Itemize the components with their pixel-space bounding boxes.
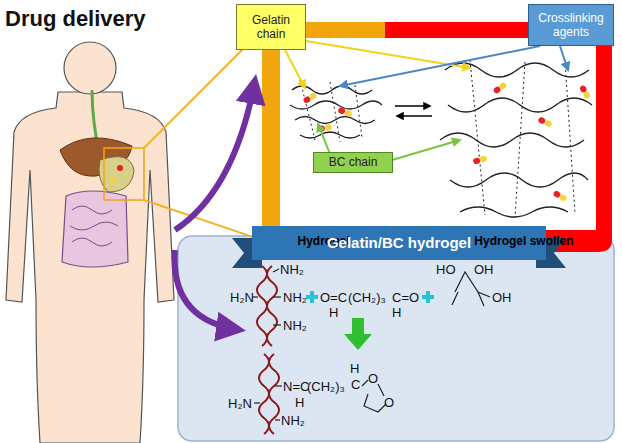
purple-arrows xyxy=(175,80,255,330)
chem-label: O xyxy=(384,396,394,409)
node-text: BC chain xyxy=(317,155,389,169)
zoom-lines xyxy=(144,30,262,240)
swollen-chains xyxy=(440,63,592,217)
panel xyxy=(178,236,614,441)
human-body xyxy=(6,42,174,443)
equilibrium-arrow xyxy=(395,106,432,116)
bonds xyxy=(252,269,490,420)
chem-label: O=C xyxy=(320,291,347,304)
chem-label: H xyxy=(295,396,304,409)
chem-label: C xyxy=(351,378,360,391)
chem-label: (CH₂)₃ xyxy=(307,380,345,393)
title: Drug delivery xyxy=(5,8,146,30)
chem-label: OH xyxy=(474,263,494,276)
node-text: Gelatin/BC hydrogel xyxy=(255,234,543,252)
chem-label: (CH₂)₃ xyxy=(348,291,386,304)
chem-label: H xyxy=(350,362,359,375)
inner-area xyxy=(280,38,596,230)
node-text: Crosslinking agents xyxy=(532,11,610,40)
chem-label: H xyxy=(329,306,338,319)
callout-box: BC chain xyxy=(313,152,393,173)
chem-label: H xyxy=(392,306,401,319)
chem-label: O xyxy=(368,372,378,385)
chem-label: OH xyxy=(492,291,512,304)
chem-label: N=C xyxy=(283,380,309,393)
chem-label: HO xyxy=(436,263,456,276)
node-text: Gelatin chain xyxy=(240,13,302,42)
chem-label: NH₂ xyxy=(283,319,307,332)
swollen-crosslinks xyxy=(470,60,575,218)
callout-box: Crosslinking agents xyxy=(528,4,614,46)
chem-label: H₂N xyxy=(230,291,254,304)
chem-label: NH₂ xyxy=(283,291,307,304)
banner: Gelatin/BC hydrogel xyxy=(252,226,546,260)
plus-sign xyxy=(306,291,434,303)
chem-label: NH₂ xyxy=(281,414,305,427)
callout-box: Gelatin chain xyxy=(236,4,306,50)
chem-label: NH₂ xyxy=(280,263,304,276)
chem-label: C=O xyxy=(392,291,419,304)
crosslinks xyxy=(300,80,362,142)
gelatin-chains xyxy=(290,86,382,138)
callout-arrows xyxy=(285,40,568,160)
chem-label: H₂N xyxy=(228,397,252,410)
gelatin-helix xyxy=(257,266,279,434)
reaction-arrow xyxy=(344,318,372,350)
